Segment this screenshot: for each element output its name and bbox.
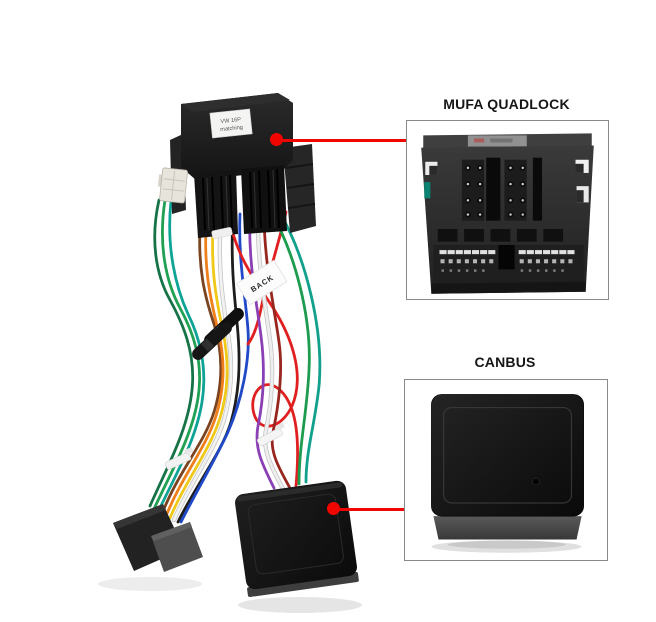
cable-ties — [164, 227, 285, 470]
wire — [164, 210, 225, 518]
quadlock-connector-photo — [421, 133, 594, 294]
quadlock-title: MUFA QUADLOCK — [443, 96, 570, 112]
wire — [152, 198, 201, 511]
canbus-callout-dot — [327, 502, 340, 515]
wire — [246, 210, 288, 346]
quadlock-callout-box — [406, 120, 609, 300]
iso-connector — [113, 504, 203, 572]
canbus-title: CANBUS — [474, 354, 536, 370]
canbus-box-photo-large — [431, 394, 584, 553]
adapter-label-line2: matching — [220, 125, 243, 133]
wire-loom — [148, 198, 322, 524]
shadows — [98, 577, 362, 613]
wire — [172, 210, 233, 522]
wire — [278, 211, 322, 484]
adapter-label: VW 16P matching — [209, 108, 253, 139]
white-mini-connector — [157, 167, 188, 204]
pin-grid — [464, 164, 526, 218]
wire — [168, 210, 229, 520]
quadlock-callout-dot — [270, 133, 283, 146]
wire — [179, 212, 250, 524]
quadlock-connector: VW 16P matching — [170, 93, 316, 238]
harness-illustration: VW 16P matching — [98, 93, 362, 613]
pin-slot-row-3 — [441, 269, 564, 272]
back-tag: BACK — [235, 259, 288, 306]
harness-photo: VW 16P matching — [60, 85, 380, 615]
pin-slot-row-2 — [440, 259, 573, 264]
wire — [270, 212, 311, 486]
inline-connector — [192, 308, 244, 360]
wire — [248, 213, 276, 490]
canbus-led-hole — [532, 478, 540, 486]
quadlock-callout-line — [277, 139, 406, 142]
pin-slot-row-1 — [439, 250, 575, 255]
canbus-callout-line — [336, 508, 404, 511]
wire — [160, 210, 223, 516]
adapter-label-line1: VW 16P — [220, 117, 241, 125]
canbus-box-photo — [235, 480, 359, 597]
side-latch-tabs — [424, 159, 589, 203]
wire — [148, 198, 195, 508]
canbus-callout-box — [404, 379, 608, 561]
